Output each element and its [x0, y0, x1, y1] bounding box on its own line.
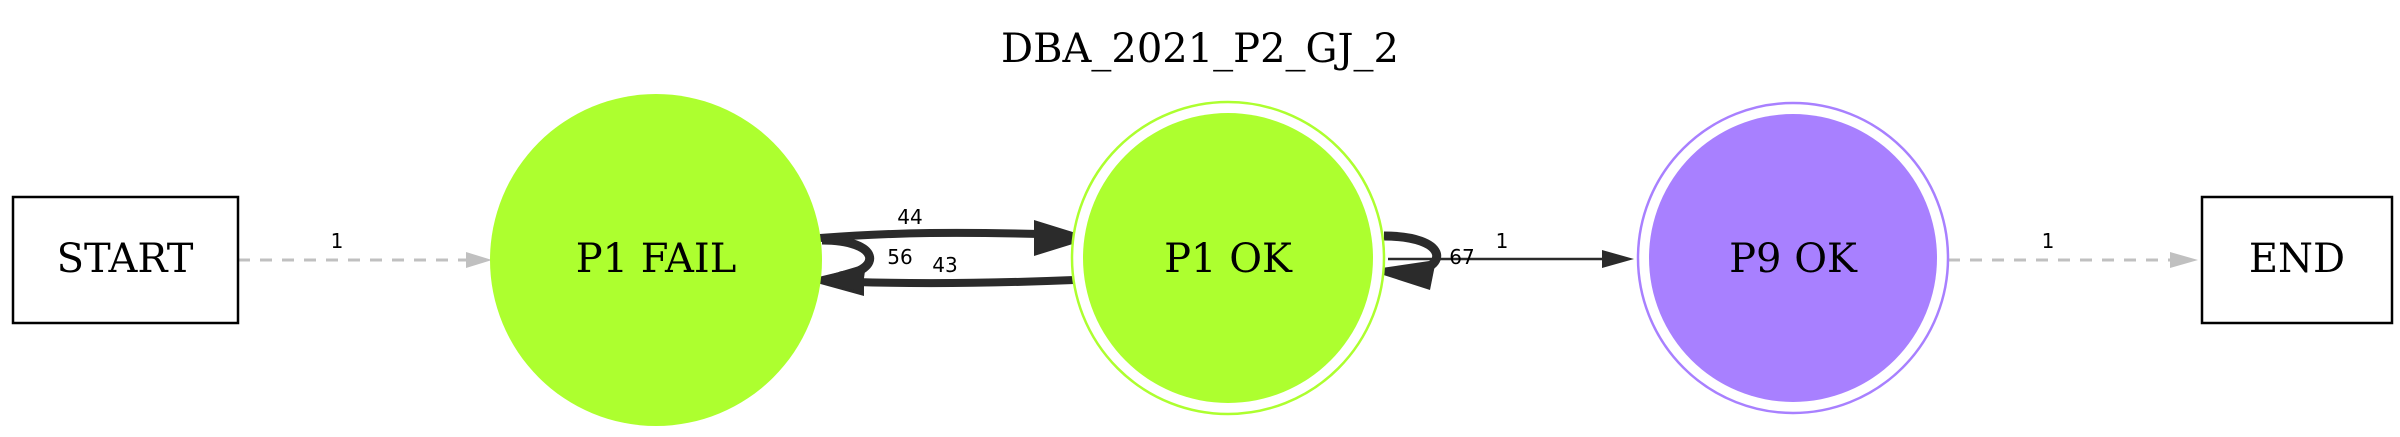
- node-p9-ok: P9 OK: [1636, 101, 1950, 415]
- edge-label-start-to-p1-fail: 1: [331, 229, 344, 253]
- node-p9-ok-label: P9 OK: [1729, 236, 1858, 282]
- node-p1-fail: P1 FAIL: [490, 94, 822, 426]
- edge-p1-ok-to-p9-ok: 1: [1388, 229, 1634, 268]
- edge-p1-fail-to-p1-ok: 44: [819, 205, 1092, 256]
- edge-label-p1-ok-self-loop: 67: [1449, 245, 1474, 269]
- node-p1-ok-label: P1 OK: [1164, 236, 1293, 282]
- edge-label-p1-fail-to-p1-ok: 44: [897, 205, 922, 229]
- node-end: END: [2200, 195, 2394, 325]
- edge-label-p1-ok-to-p9-ok: 1: [1496, 229, 1509, 253]
- diagram-title: DBA_2021_P2_GJ_2: [1001, 26, 1399, 72]
- edge-start-to-p1-fail: 1: [238, 229, 492, 268]
- edge-p1-ok-self-loop: 67: [1368, 231, 1475, 290]
- node-p1-ok: P1 OK: [1070, 100, 1386, 416]
- edge-label-p1-ok-to-p1-fail: 43: [932, 253, 957, 277]
- node-p1-fail-label: P1 FAIL: [576, 236, 737, 282]
- edge-label-p1-fail-self-loop: 56: [887, 245, 912, 269]
- node-start: START: [11, 195, 240, 325]
- edge-p9-ok-to-end: 1: [1948, 229, 2198, 268]
- edge-p1-fail-self-loop: 56: [812, 235, 913, 292]
- edge-label-p9-ok-to-end: 1: [2042, 229, 2055, 253]
- node-start-label: START: [57, 236, 194, 282]
- node-end-label: END: [2249, 236, 2345, 282]
